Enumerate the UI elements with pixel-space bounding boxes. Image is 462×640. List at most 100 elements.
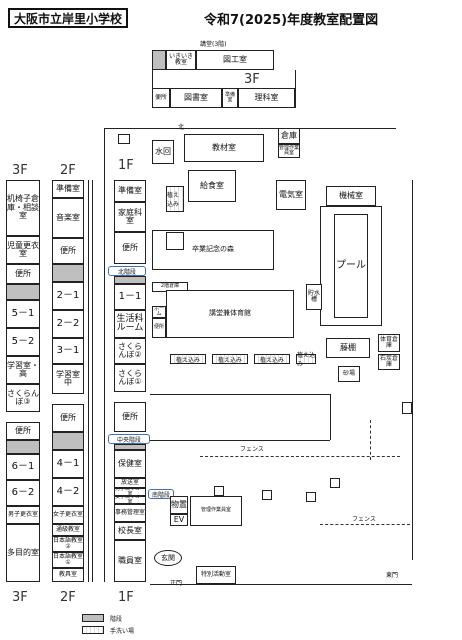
outer-wall-bottom — [150, 584, 412, 585]
legend-stair-swatch — [82, 614, 104, 622]
room-2f: 3－1 — [52, 338, 84, 364]
inner-wall — [150, 394, 330, 395]
top-block-wall — [152, 50, 153, 108]
floor-label-1f: 1F — [118, 158, 134, 173]
room-2f: 学習室中 — [52, 364, 84, 394]
object-room: 物置 — [170, 496, 188, 514]
room-1f: 職員室 — [114, 540, 146, 582]
corridor-wall-1f — [104, 128, 105, 582]
room-2f: 2－1 — [52, 282, 84, 310]
stair-2f-center — [52, 432, 84, 450]
inner-wall — [330, 394, 331, 440]
room-1f: 準備室 — [114, 180, 146, 202]
room-2f: 日本語教室① — [52, 552, 84, 568]
stair-2f-north — [52, 264, 84, 282]
room-2f: 便所 — [52, 238, 84, 264]
room-2f: 4－2 — [52, 478, 84, 506]
small-box — [262, 490, 272, 500]
inner-wall — [150, 440, 330, 441]
room-3f: 机椅子倉庫・相談室 — [6, 180, 40, 236]
hall: 講堂兼体育館 — [166, 290, 294, 338]
planting-area: 植え込み — [170, 354, 206, 364]
room-3f: 男子更衣室 — [6, 506, 40, 524]
small-box — [402, 402, 412, 414]
machine-room: 機械室 — [326, 186, 376, 206]
room-1f: 女子ロッカー室 — [114, 496, 146, 504]
room-1f: 家庭科室 — [114, 202, 146, 232]
sandbox: 砂場 — [338, 366, 360, 382]
room-3f: 便所 — [6, 422, 40, 440]
floor-label-2f: 2F — [60, 163, 76, 178]
center-stair-label: 中央階段 — [108, 434, 150, 444]
kyushoku-room: 給食室 — [188, 170, 236, 202]
room-3f: 学習室・高 — [6, 356, 40, 384]
top-block-room: 図書室 — [170, 88, 222, 108]
stair-1f-north — [114, 276, 146, 284]
stair-3f-north — [6, 264, 40, 284]
north-gate-label: 北 — [178, 122, 184, 131]
floor-label-3f: 3F — [12, 163, 28, 178]
top-block-room: 便所 — [152, 88, 170, 108]
fence-label: フェンス — [352, 516, 376, 523]
floor-label-1f-bottom: 1F — [118, 590, 134, 605]
outer-wall-right — [412, 180, 413, 560]
forest-box — [166, 232, 184, 250]
water-tank: 貯水槽 — [306, 284, 322, 310]
small-box — [214, 486, 224, 496]
top-block-caption: 講堂(3階) — [200, 41, 227, 48]
room-1f: さくらんぼ① — [114, 364, 146, 392]
top-block-room: 理科室 — [238, 88, 295, 108]
gym-storage: 体育倉庫 — [378, 334, 400, 352]
outer-wall-top — [116, 128, 396, 129]
room-1f: 事務管理室 — [114, 504, 146, 522]
room-1f: 1－1 — [114, 284, 146, 310]
legend-stair-label: 階段 — [110, 616, 123, 623]
stair-1f-center — [114, 444, 146, 450]
room-1f: さくらんぼ② — [114, 338, 146, 364]
room-2f: 準備室 — [52, 180, 84, 198]
fence-label: フェンス — [240, 446, 264, 453]
planting-area: 植え込み — [296, 352, 316, 368]
east-gate-label: 東門 — [386, 572, 399, 579]
corridor-wall-2f — [88, 180, 89, 582]
room-3f: 多目的室 — [6, 524, 40, 582]
room-2f: 音楽室 — [52, 198, 84, 238]
top-block-wall — [295, 70, 296, 108]
planting-area: 植え込み — [254, 354, 290, 364]
main-gate-label: 正門 — [170, 578, 182, 587]
home: ホーム — [152, 306, 166, 318]
ev: EV — [170, 514, 188, 526]
fence-line — [320, 524, 410, 525]
water-room: 水回 — [152, 140, 174, 164]
room-3f: 5－1 — [6, 300, 40, 328]
small-box — [330, 478, 340, 488]
stone-storage: 石炭倉庫 — [378, 354, 400, 370]
equipment-room: 教材室 — [184, 134, 264, 162]
top-block-room: 準備室 — [222, 88, 238, 108]
room-1f: 生活科ルーム — [114, 310, 146, 338]
page-title: 令和7(2025)年度教室配置図 — [204, 13, 379, 28]
room-2f: 女子更衣室 — [52, 506, 84, 524]
small-box — [306, 492, 316, 502]
room-1f: 男子ロッカー室 — [114, 488, 146, 496]
room-2f: 日本語教室② — [52, 536, 84, 552]
stair-3f-north — [6, 284, 40, 300]
room-3f: 6－1 — [6, 454, 40, 480]
room-2f: 4－1 — [52, 450, 84, 478]
top-block-room: 図工室 — [196, 50, 274, 70]
floor-label-3f-bottom: 3F — [12, 590, 28, 605]
north-stair-label: 北階段 — [108, 266, 146, 276]
top-floor-label: 3F — [244, 72, 260, 87]
legend-wash-label: 手洗い場 — [110, 628, 135, 635]
corridor-wall-2f — [92, 180, 93, 582]
planting-area: 植え込み — [166, 186, 184, 212]
storage-room: 倉庫 — [278, 128, 300, 144]
stair-3f-center — [6, 440, 40, 454]
top-stair — [152, 50, 166, 70]
corridor-wall-1f — [104, 128, 116, 129]
room-2f: 通級教室 — [52, 524, 84, 536]
entrance: 玄関 — [154, 550, 182, 566]
special-room: 特別活動室 — [196, 566, 236, 584]
room-2f: 便所 — [52, 404, 84, 432]
pool: プール — [320, 206, 382, 326]
